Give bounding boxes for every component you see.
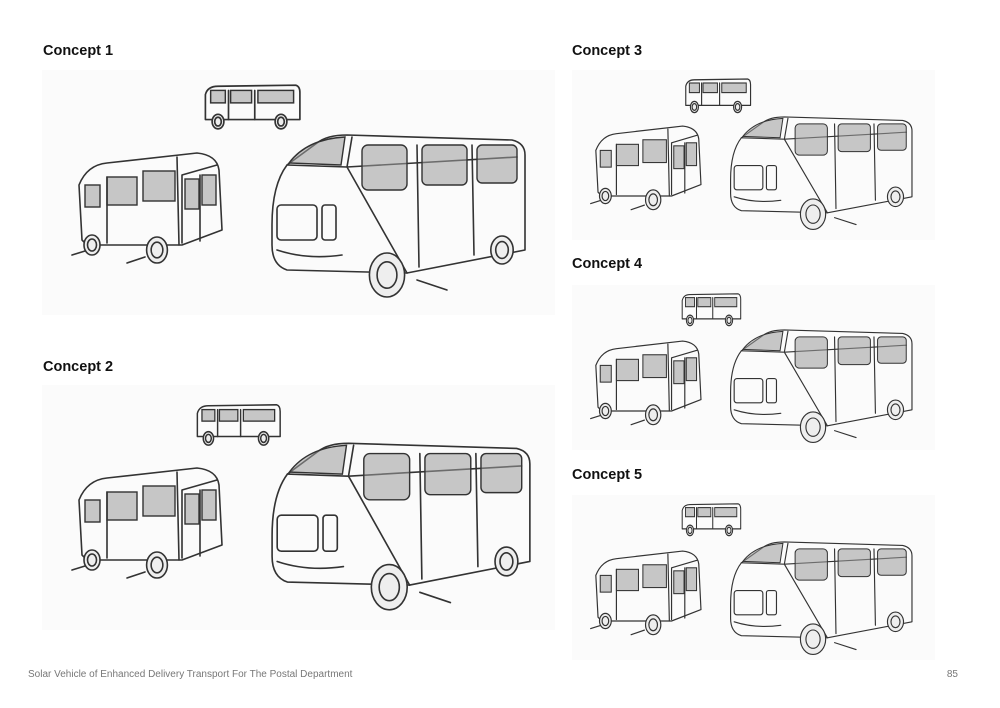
concept-3-sketch [572,70,935,240]
van-side-sketch [190,400,282,448]
concept-1-heading: Concept 1 [43,43,114,59]
concept-2-sketch [42,385,555,630]
van-rear-sketch [587,545,712,640]
concept-4-sketch [572,285,935,450]
van-side-sketch [680,75,752,115]
van-side-sketch [197,80,302,132]
concept-2-heading: Concept 2 [43,359,114,375]
concept-5-sketch [572,495,935,660]
van-side-sketch [677,290,742,328]
footer-document-title: Solar Vehicle of Enhanced Delivery Trans… [28,669,353,680]
concept-3-heading: Concept 3 [572,43,643,59]
van-front-sketch [267,125,532,305]
concept-5-heading: Concept 5 [572,467,643,483]
van-rear-sketch [587,335,712,430]
footer-page-number: 85 [946,669,958,680]
van-rear-sketch [67,145,237,270]
concept-4-heading: Concept 4 [572,256,643,272]
van-front-sketch [727,110,917,235]
van-rear-sketch [67,460,237,585]
van-front-sketch [267,433,537,618]
van-front-sketch [727,323,917,448]
van-side-sketch [677,500,742,538]
van-rear-sketch [587,120,712,215]
concept-1-sketch [42,70,555,315]
van-front-sketch [727,535,917,660]
